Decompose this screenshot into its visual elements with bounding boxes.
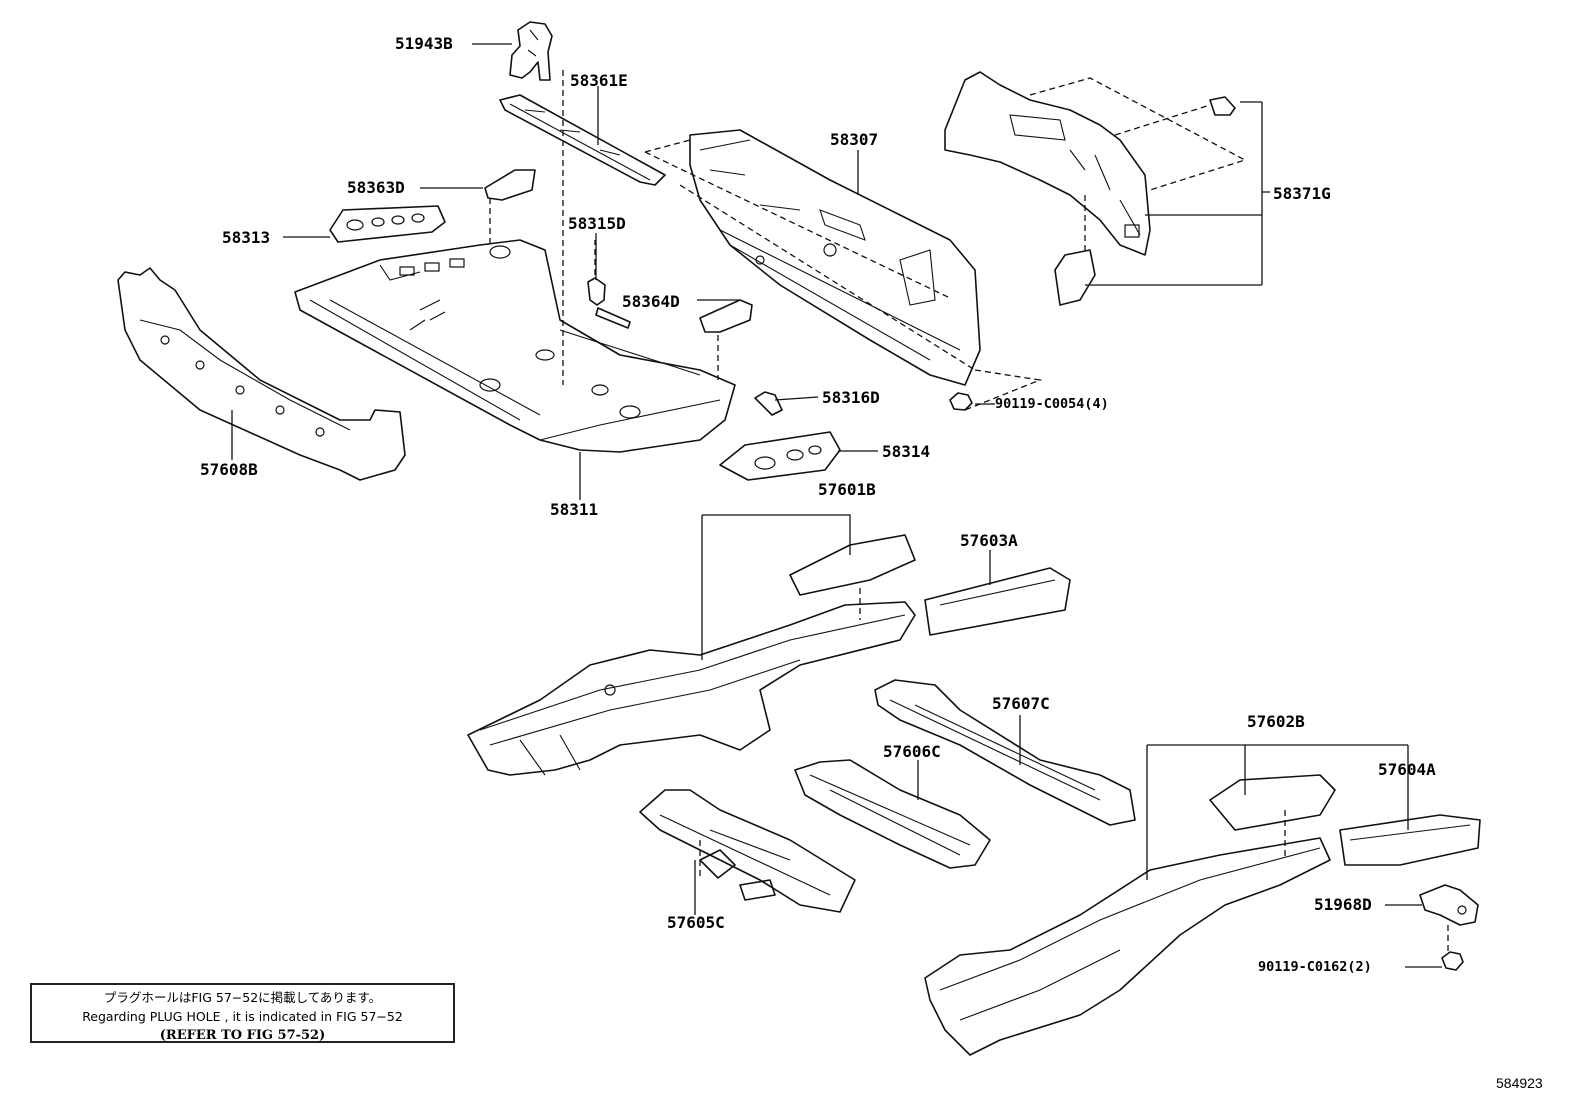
part-58311-rear-floor-pan	[294, 239, 736, 453]
part-57608b-lower-back-panel	[117, 267, 406, 481]
label-57604a[interactable]: 57604A	[1378, 760, 1436, 779]
label-58307[interactable]: 58307	[830, 130, 879, 149]
label-58363d[interactable]: 58363D	[347, 178, 405, 197]
part-58364d-brace	[699, 299, 753, 333]
part-58361e-crossmember	[499, 94, 666, 186]
label-58313[interactable]: 58313	[222, 228, 271, 247]
part-58316d-clip	[754, 391, 783, 416]
figure-number: 584923	[1496, 1075, 1543, 1091]
part-58371g-upper-back-panel	[944, 71, 1236, 306]
label-57601b[interactable]: 57601B	[818, 480, 876, 499]
label-58315d[interactable]: 58315D	[568, 214, 626, 233]
label-51968d[interactable]: 51968D	[1314, 895, 1372, 914]
label-90119-c0162[interactable]: 90119-C0162(2)	[1258, 959, 1372, 975]
label-57607c[interactable]: 57607C	[992, 694, 1050, 713]
part-58314-reinforcement	[719, 431, 841, 481]
plug-hole-note-box: プラグホールはFIG 57−52に掲載してあります。 Regarding PLU…	[30, 983, 455, 1043]
leader-lines	[231, 43, 1442, 968]
label-57602b[interactable]: 57602B	[1247, 712, 1305, 731]
label-57608b[interactable]: 57608B	[200, 460, 258, 479]
part-57602b-side-member	[924, 774, 1481, 1056]
dashed-fitment-lines	[489, 70, 1449, 952]
label-57603a[interactable]: 57603A	[960, 531, 1018, 550]
part-90119-c0054-bolt	[949, 392, 973, 411]
label-57605c[interactable]: 57605C	[667, 913, 725, 932]
label-58364d[interactable]: 58364D	[622, 292, 680, 311]
note-japanese-text: プラグホールはFIG 57−52に掲載してあります。	[103, 990, 382, 1005]
part-58363d-plate	[484, 169, 536, 201]
label-51943b[interactable]: 51943B	[395, 34, 453, 53]
label-57606c[interactable]: 57606C	[883, 742, 941, 761]
part-57607c-member	[874, 679, 1136, 826]
label-90119-c0054[interactable]: 90119-C0054(4)	[995, 396, 1109, 412]
part-57601b-side-member	[467, 534, 1071, 776]
label-58316d[interactable]: 58316D	[822, 388, 880, 407]
note-english-text: Regarding PLUG HOLE , it is indicated in…	[82, 1009, 403, 1024]
part-57605c-member	[639, 789, 856, 913]
note-refer-link[interactable]: (REFER TO FIG 57-52)	[159, 1028, 326, 1043]
part-57606c-member	[794, 759, 991, 869]
part-51968d-bracket	[1419, 884, 1479, 926]
label-58314[interactable]: 58314	[882, 442, 931, 461]
label-58361e[interactable]: 58361E	[570, 71, 628, 90]
part-58315d-bracket	[587, 277, 631, 329]
part-58313-reinforcement	[329, 205, 446, 243]
part-58307-upper-panel	[689, 129, 981, 386]
part-90119-c0162-bolt	[1441, 951, 1464, 971]
label-58311[interactable]: 58311	[550, 500, 599, 519]
label-58371g[interactable]: 58371G	[1273, 184, 1331, 203]
part-51943b-bracket	[509, 21, 553, 81]
